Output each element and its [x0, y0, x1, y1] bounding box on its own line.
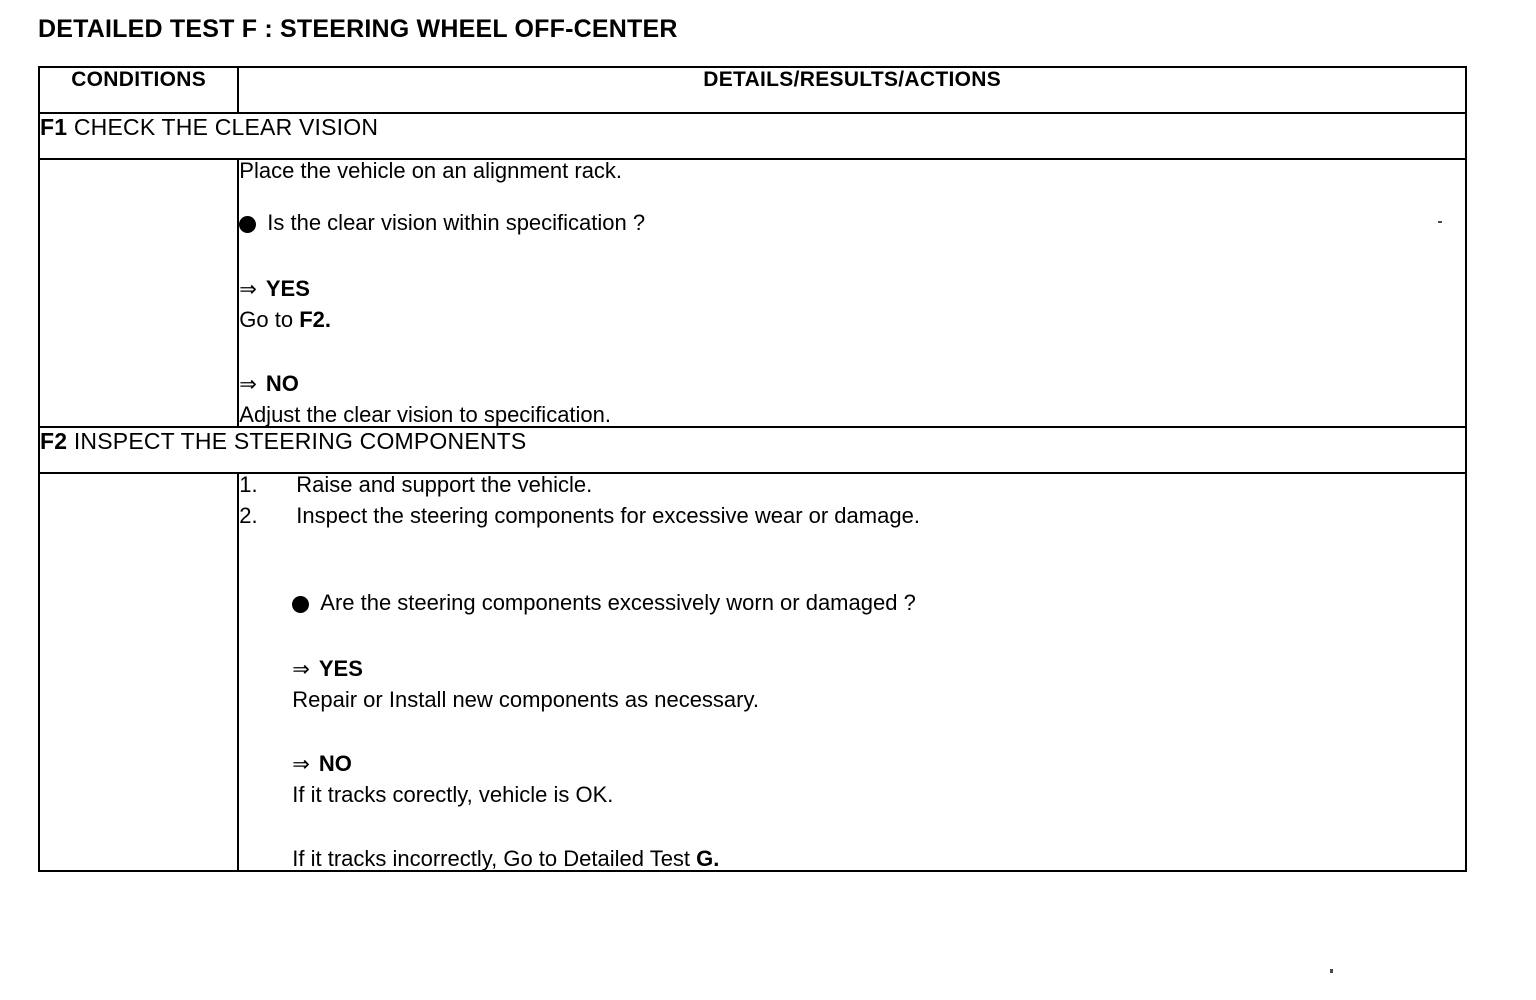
section-heading-f2: F2 INSPECT THE STEERING COMPONENTS [38, 426, 1467, 474]
question-line-f1: Is the clear vision within specification… [239, 210, 1465, 236]
question-line-f2: Are the steering components excessively … [292, 590, 1465, 616]
details-cell-f2: 1. Raise and support the vehicle. 2. Ins… [237, 472, 1467, 872]
column-header-conditions: CONDITIONS [37, 66, 240, 114]
spacer [239, 236, 1465, 278]
step-number: 2. [239, 503, 258, 528]
question-text: Is the clear vision within specification… [267, 210, 646, 235]
conditions-cell-f2 [37, 472, 240, 872]
closing-goto-reference: G. [696, 846, 720, 871]
spacer [239, 331, 1465, 373]
answer-label-yes: YES [265, 276, 310, 301]
double-arrow-right-icon: ⇒ [239, 373, 257, 396]
answer-heading-no-f1: ⇒ NO [239, 371, 1465, 396]
answer-text: Go to [239, 307, 300, 332]
page-title: DETAILED TEST F : STEERING WHEEL OFF-CEN… [38, 15, 678, 43]
closing-instruction: If it tracks incorrectly, Go to Detailed… [292, 848, 1465, 870]
column-header-details: DETAILS/RESULTS/ACTIONS [237, 66, 1467, 114]
section-heading-f1: F1 CHECK THE CLEAR VISION [38, 112, 1467, 160]
spacer [292, 711, 1465, 753]
answer-label-yes: YES [318, 656, 363, 681]
answer-body-yes-f2: Repair or Install new components as nece… [292, 689, 1465, 711]
filled-circle-bullet-icon [292, 595, 310, 613]
double-arrow-right-icon: ⇒ [239, 278, 257, 301]
section-heading-row-f2: F2 INSPECT THE STEERING COMPONENTS [38, 426, 1467, 474]
answer-text: Repair or Install new components as nece… [292, 687, 759, 712]
section-title-f1: CHECK THE CLEAR VISION [73, 114, 379, 140]
diagnostic-test-table: CONDITIONS DETAILS/RESULTS/ACTIONS F1 CH… [37, 66, 1467, 872]
answer-label-no: NO [318, 751, 352, 776]
numbered-steps-list: 1. Raise and support the vehicle. 2. Ins… [239, 474, 1465, 527]
section-body-row-f2: 1. Raise and support the vehicle. 2. Ins… [37, 472, 1467, 872]
answer-heading-yes-f1: ⇒ YES [239, 276, 1465, 301]
answer-body-no-f1: Adjust the clear vision to specification… [239, 404, 1465, 426]
list-item: 2. Inspect the steering components for e… [239, 505, 1465, 527]
spacer [292, 616, 1465, 658]
closing-text: If it tracks incorrectly, Go to Detailed… [292, 846, 697, 871]
scan-speck [1438, 221, 1442, 223]
answer-heading-no-f2: ⇒ NO [292, 751, 1465, 776]
f2-indent-block: Are the steering components excessively … [239, 590, 1465, 870]
answer-body-yes-f1: Go to F2. [239, 309, 1465, 331]
spacer [239, 536, 1465, 590]
section-code-f2: F2 [40, 428, 68, 454]
double-arrow-right-icon: ⇒ [292, 753, 310, 776]
section-body-row-f1: Place the vehicle on an alignment rack. … [37, 158, 1467, 428]
double-arrow-right-icon: ⇒ [292, 658, 310, 681]
answer-text: Adjust the clear vision to specification… [239, 402, 612, 427]
step-text: Raise and support the vehicle. [296, 472, 593, 497]
question-text: Are the steering components excessively … [320, 590, 916, 615]
conditions-cell-f1 [37, 158, 240, 428]
spacer [239, 182, 1465, 210]
step-text: Inspect the steering components for exce… [296, 503, 920, 528]
answer-goto-reference: F2. [299, 307, 331, 332]
answer-label-no: NO [265, 371, 299, 396]
section-heading-row-f1: F1 CHECK THE CLEAR VISION [38, 112, 1467, 160]
instruction-text: Place the vehicle on an alignment rack. [239, 158, 623, 183]
answer-body-no-f2: If it tracks corectly, vehicle is OK. [292, 784, 1465, 806]
section-code-f1: F1 [40, 114, 68, 140]
spacer [292, 806, 1465, 848]
filled-circle-bullet-icon [239, 215, 257, 233]
answer-heading-yes-f2: ⇒ YES [292, 656, 1465, 681]
list-item: 1. Raise and support the vehicle. [239, 474, 1465, 496]
scan-speck [1330, 969, 1333, 973]
section-title-f2: INSPECT THE STEERING COMPONENTS [73, 428, 527, 454]
step-number: 1. [239, 472, 258, 497]
details-cell-f1: Place the vehicle on an alignment rack. … [237, 158, 1467, 428]
answer-text: If it tracks corectly, vehicle is OK. [292, 782, 614, 807]
table-header-row: CONDITIONS DETAILS/RESULTS/ACTIONS [37, 66, 1467, 114]
